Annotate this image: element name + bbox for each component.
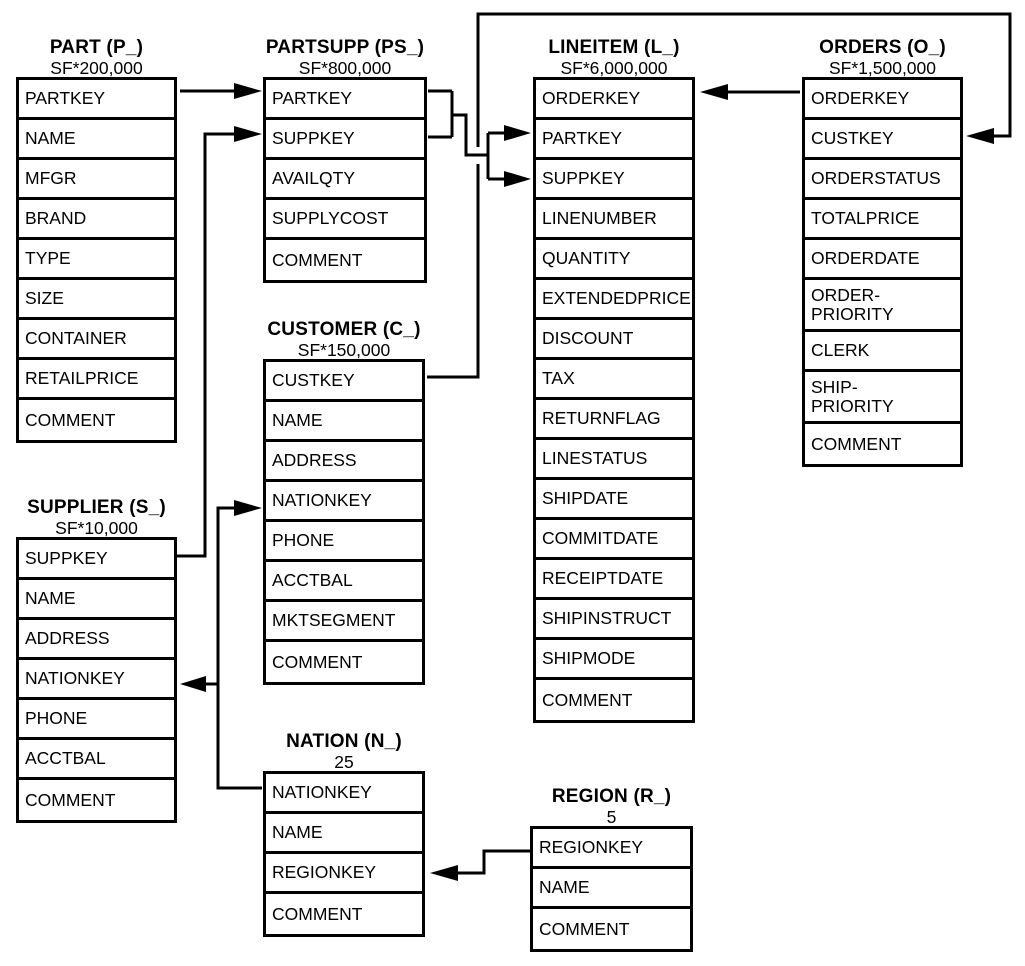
- part-column-container: CONTAINER: [19, 320, 174, 360]
- lineitem-column-quantity: QUANTITY: [536, 240, 692, 280]
- orders-column-orderkey: ORDERKEY: [805, 80, 960, 120]
- lineitem-column-commitdate: COMMITDATE: [536, 520, 692, 560]
- table-customer-header: CUSTOMER (C_) SF*150,000: [229, 319, 459, 362]
- arrow-region-regionkey-to-nation-regionkey: [430, 849, 530, 881]
- table-part-header: PART (P_) SF*200,000: [0, 37, 212, 80]
- table-orders-title: ORDERS (O_): [819, 37, 946, 58]
- part-column-type: TYPE: [19, 240, 174, 280]
- lineitem-column-tax: TAX: [536, 360, 692, 400]
- customer-column-mktsegment: MKTSEGMENT: [266, 602, 422, 642]
- orders-column-shippriority: SHIP- PRIORITY: [805, 372, 960, 424]
- partsupp-column-comment: COMMENT: [266, 240, 424, 280]
- supplier-column-comment: COMMENT: [19, 780, 174, 820]
- orders-column-totalprice: TOTALPRICE: [805, 200, 960, 240]
- arrow-nation-nationkey-to-supplier-nationkey: [180, 676, 219, 692]
- table-supplier-title: SUPPLIER (S_): [27, 497, 166, 518]
- supplier-column-nationkey: NATIONKEY: [19, 660, 174, 700]
- nation-column-comment: COMMENT: [266, 894, 422, 934]
- customer-column-address: ADDRESS: [266, 442, 422, 482]
- lineitem-column-shipinstruct: SHIPINSTRUCT: [536, 600, 692, 640]
- lineitem-column-linenumber: LINENUMBER: [536, 200, 692, 240]
- nation-column-regionkey: REGIONKEY: [266, 854, 422, 894]
- customer-column-phone: PHONE: [266, 522, 422, 562]
- part-column-mfgr: MFGR: [19, 160, 174, 200]
- lineitem-column-returnflag: RETURNFLAG: [536, 400, 692, 440]
- supplier-column-suppkey: SUPPKEY: [19, 540, 174, 580]
- orders-column-orderdate: ORDERDATE: [805, 240, 960, 280]
- orders-column-comment: COMMENT: [805, 424, 960, 464]
- table-orders-header: ORDERS (O_) SF*1,500,000: [768, 37, 998, 80]
- table-nation-title: NATION (N_): [286, 731, 402, 752]
- table-region-header: REGION (R_) 5: [497, 786, 727, 829]
- table-nation-header: NATION (N_) 25: [229, 731, 459, 774]
- partsupp-column-supplycost: SUPPLYCOST: [266, 200, 424, 240]
- table-supplier-header: SUPPLIER (S_) SF*10,000: [0, 497, 212, 540]
- arrow-part-partkey-to-partsupp-partkey: [180, 83, 262, 99]
- table-partsupp-header: PARTSUPP (PS_) SF*800,000: [230, 37, 460, 80]
- partsupp-column-availqty: AVAILQTY: [266, 160, 424, 200]
- lineitem-column-partkey: PARTKEY: [536, 120, 692, 160]
- region-column-regionkey: REGIONKEY: [533, 829, 690, 869]
- table-part-cardinality: SF*200,000: [50, 58, 143, 78]
- supplier-column-address: ADDRESS: [19, 620, 174, 660]
- nation-column-name: NAME: [266, 814, 422, 854]
- table-partsupp-title: PARTSUPP (PS_): [265, 37, 425, 58]
- table-lineitem-title: LINEITEM (L_): [548, 37, 680, 58]
- part-column-partkey: PARTKEY: [19, 80, 174, 120]
- nation-column-nationkey: NATIONKEY: [266, 774, 422, 814]
- arrow-orders-orderkey-to-lineitem-orderkey: [700, 84, 800, 100]
- table-customer-title: CUSTOMER (C_): [267, 319, 421, 340]
- region-column-comment: COMMENT: [533, 909, 690, 949]
- lineitem-column-extendedprice: EXTENDEDPRICE: [536, 280, 692, 320]
- supplier-column-name: NAME: [19, 580, 174, 620]
- part-column-size: SIZE: [19, 280, 174, 320]
- customer-column-custkey: CUSTKEY: [266, 362, 422, 402]
- customer-column-acctbal: ACCTBAL: [266, 562, 422, 602]
- partsupp-column-partkey: PARTKEY: [266, 80, 424, 120]
- partsupp-column-suppkey: SUPPKEY: [266, 120, 424, 160]
- customer-column-comment: COMMENT: [266, 642, 422, 682]
- lineitem-column-shipmode: SHIPMODE: [536, 640, 692, 680]
- table-lineitem-header: LINEITEM (L_) SF*6,000,000: [499, 37, 729, 80]
- supplier-column-phone: PHONE: [19, 700, 174, 740]
- lineitem-column-receiptdate: RECEIPTDATE: [536, 560, 692, 600]
- table-customer-cardinality: SF*150,000: [297, 340, 391, 360]
- customer-column-name: NAME: [266, 402, 422, 442]
- orders-column-custkey: CUSTKEY: [805, 120, 960, 160]
- table-part-title: PART (P_): [49, 37, 144, 58]
- part-column-comment: COMMENT: [19, 400, 174, 440]
- part-column-retailprice: RETAILPRICE: [19, 360, 174, 400]
- table-region-title: REGION (R_): [551, 786, 672, 807]
- part-column-brand: BRAND: [19, 200, 174, 240]
- table-nation-cardinality: 25: [334, 752, 354, 772]
- orders-column-orderpriority: ORDER- PRIORITY: [805, 280, 960, 332]
- lineitem-column-shipdate: SHIPDATE: [536, 480, 692, 520]
- table-region-cardinality: 5: [606, 807, 617, 827]
- orders-column-clerk: CLERK: [805, 332, 960, 372]
- orders-column-orderstatus: ORDERSTATUS: [805, 160, 960, 200]
- lineitem-column-comment: COMMENT: [536, 680, 692, 720]
- supplier-column-acctbal: ACCTBAL: [19, 740, 174, 780]
- customer-column-nationkey: NATIONKEY: [266, 482, 422, 522]
- part-column-name: NAME: [19, 120, 174, 160]
- lineitem-column-discount: DISCOUNT: [536, 320, 692, 360]
- table-lineitem-cardinality: SF*6,000,000: [560, 58, 668, 78]
- lineitem-column-linestatus: LINESTATUS: [536, 440, 692, 480]
- lineitem-column-orderkey: ORDERKEY: [536, 80, 692, 120]
- table-supplier-cardinality: SF*10,000: [55, 518, 138, 538]
- region-column-name: NAME: [533, 869, 690, 909]
- arrow-partsupp-to-lineitem-partkey-suppkey: [428, 89, 531, 187]
- lineitem-column-suppkey: SUPPKEY: [536, 160, 692, 200]
- table-orders-cardinality: SF*1,500,000: [828, 58, 937, 78]
- table-partsupp-cardinality: SF*800,000: [298, 58, 392, 78]
